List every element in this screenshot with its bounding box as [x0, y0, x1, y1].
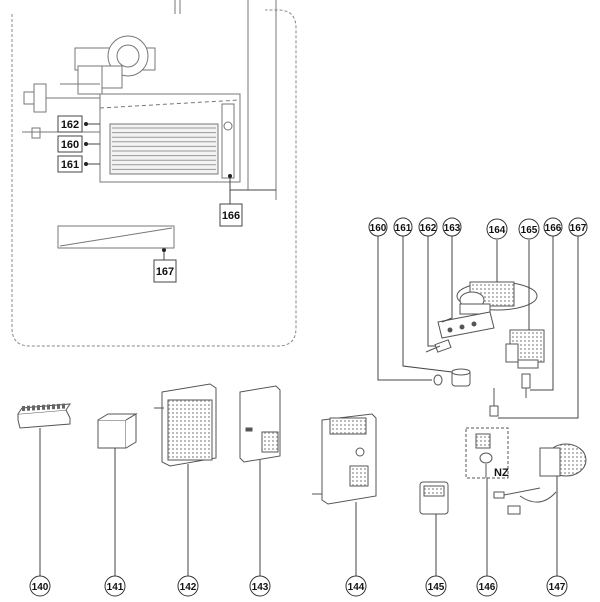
svg-text:167: 167	[570, 223, 587, 234]
svg-text:141: 141	[107, 582, 124, 593]
svg-text:143: 143	[252, 582, 269, 593]
svg-text:166: 166	[222, 210, 240, 222]
svg-text:142: 142	[180, 582, 197, 593]
callout-164: 164	[486, 218, 508, 240]
svg-text:146: 146	[479, 582, 496, 593]
inset-heat-exchanger	[99, 93, 241, 183]
callout-167: 167	[568, 217, 588, 237]
callout-143: 143	[249, 575, 271, 597]
svg-text:145: 145	[428, 582, 445, 593]
inset-label-166: 166	[219, 203, 243, 227]
callout-166: 166	[543, 217, 563, 237]
part-connector-145	[419, 481, 449, 515]
part-fan-assembly-164	[456, 281, 538, 315]
inset-fan-housing	[74, 35, 156, 95]
callout-147: 147	[546, 575, 568, 597]
svg-text:164: 164	[489, 225, 506, 236]
inset-label-162: 162	[57, 115, 83, 133]
svg-text:166: 166	[545, 223, 562, 234]
bottom-callouts: 140 141 142 143 144 145 146 147	[29, 575, 568, 597]
callout-141: 141	[104, 575, 126, 597]
top-callouts: 160 161 162 163 164 165 166 167	[368, 217, 588, 240]
callout-140: 140	[29, 575, 51, 597]
inset-label-160: 160	[57, 135, 83, 153]
callout-145: 145	[425, 575, 447, 597]
part-control-board-143	[239, 385, 281, 463]
part-electrode-166	[521, 373, 531, 398]
part-gas-valve-165	[505, 329, 545, 369]
inset-bracket	[22, 83, 100, 139]
callout-163: 163	[442, 217, 462, 237]
callout-160: 160	[368, 217, 388, 237]
part-clip-161	[451, 368, 471, 387]
svg-text:147: 147	[549, 582, 566, 593]
svg-text:161: 161	[395, 223, 412, 234]
svg-text:144: 144	[348, 582, 365, 593]
callout-162: 162	[418, 217, 438, 237]
part-terminal-strip-140	[17, 403, 71, 429]
svg-text:161: 161	[61, 159, 79, 171]
svg-text:140: 140	[32, 582, 49, 593]
part-sensor-probe-162	[425, 339, 452, 353]
svg-text:163: 163	[444, 223, 461, 234]
inset-label-plate	[57, 225, 175, 249]
part-sensor-pin-167	[489, 388, 499, 417]
inset-label-161: 161	[57, 155, 83, 173]
part-thermistor-160	[433, 374, 443, 386]
part-pump-147	[493, 443, 587, 515]
callout-144: 144	[345, 575, 367, 597]
callout-165: 165	[518, 218, 540, 240]
svg-text:165: 165	[521, 225, 538, 236]
svg-text:160: 160	[370, 223, 387, 234]
svg-text:162: 162	[61, 119, 79, 131]
callout-146: 146	[476, 575, 498, 597]
part-main-pcb-144	[312, 413, 377, 505]
part-pcb-frame-142	[154, 383, 217, 467]
inset-fins	[112, 127, 216, 170]
callout-142: 142	[177, 575, 199, 597]
svg-text:162: 162	[420, 223, 437, 234]
inset-label-167: 167	[153, 259, 177, 283]
part-fuse-cover-141	[97, 413, 138, 449]
callout-161: 161	[393, 217, 413, 237]
svg-text:167: 167	[156, 266, 174, 278]
part-burner-bar-163	[437, 311, 495, 339]
inset-panel: 162 160 161 166 167	[11, 0, 297, 347]
region-label-nz: NZ	[494, 467, 509, 479]
svg-text:160: 160	[61, 139, 79, 151]
